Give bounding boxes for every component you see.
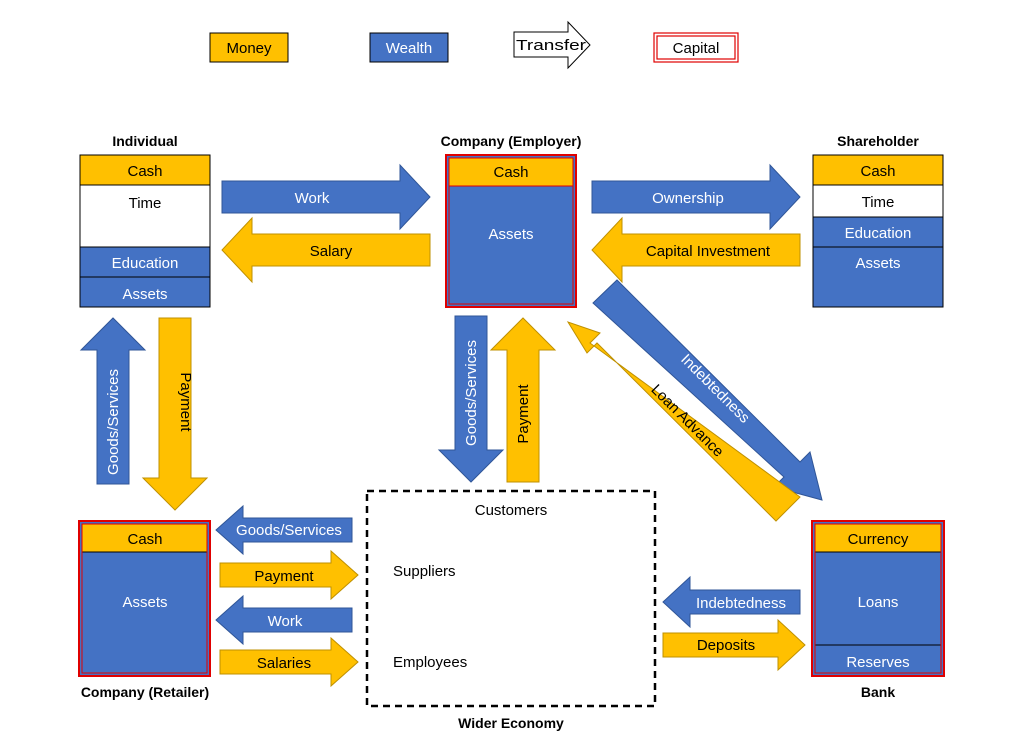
legend-transfer-label: Transfer [516,37,586,54]
shareholder-education: Education [845,225,912,242]
svg-text:Goods/Services: Goods/Services [463,340,480,446]
employer-title: Company (Employer) [441,133,582,149]
individual-title: Individual [112,133,177,149]
retailer-box: Cash Assets Company (Retailer) [78,520,211,700]
bank-box: Currency Loans Reserves Bank [811,520,945,700]
shareholder-box: Shareholder Cash Time Education Assets [812,133,944,308]
arrow-ownership: Ownership [591,163,801,231]
arrow-payment-right: Payment [219,549,359,601]
svg-text:Payment: Payment [177,372,194,432]
arrow-work-left: Work [215,594,353,646]
legend-wealth-label: Wealth [386,40,432,57]
retailer-assets: Assets [122,594,167,611]
svg-text:Indebtedness: Indebtedness [696,595,786,612]
legend-transfer-arrow [513,20,591,70]
svg-text:Ownership: Ownership [652,190,724,207]
legend: Money Wealth Transfer Capital [209,20,739,70]
bank-title: Bank [861,684,895,700]
arrow-indebtedness-diag: Indebtedness [592,279,823,501]
individual-time: Time [129,195,162,212]
svg-text:Payment: Payment [254,568,314,585]
bank-reserves: Reserves [846,654,909,671]
shareholder-cash: Cash [860,163,895,180]
retailer-title: Company (Retailer) [81,684,209,700]
economy-title: Wider Economy [458,715,564,731]
shareholder-assets: Assets [855,255,900,272]
employer-cash: Cash [493,164,528,181]
wider-economy-box: Customers Suppliers Employees Wider Econ… [365,489,657,731]
legend-money-label: Money [226,40,272,57]
arrow-salaries: Salaries [219,636,359,688]
arrow-goods-left: Goods/Services [215,504,353,556]
svg-text:Goods/Services: Goods/Services [105,369,122,475]
svg-text:Work: Work [268,613,303,630]
individual-assets: Assets [122,286,167,303]
svg-text:Salaries: Salaries [257,655,311,672]
arrow-capital-investment: Capital Investment [591,216,801,284]
svg-text:Payment: Payment [515,384,532,444]
shareholder-title: Shareholder [837,133,919,149]
svg-text:Salary: Salary [310,243,353,260]
arrow-salary: Salary [221,216,431,284]
economy-customers: Customers [475,502,548,519]
arrow-deposits: Deposits [662,618,806,672]
svg-text:Work: Work [295,190,330,207]
individual-education: Education [112,255,179,272]
individual-cash: Cash [127,163,162,180]
arrow-payment-up: Payment [489,317,557,483]
arrow-payment-down: Payment [141,317,209,511]
bank-loans: Loans [858,594,899,611]
svg-text:Goods/Services: Goods/Services [236,522,342,539]
shareholder-time: Time [862,194,895,211]
arrow-work-top: Work [221,163,431,231]
economy-suppliers: Suppliers [393,563,456,580]
arrow-goods-down: Goods/Services [437,315,505,483]
legend-wealth-swatch [369,32,449,63]
arrow-indebtedness-left: Indebtedness [662,575,801,629]
employer-box: Company (Employer) Cash Assets [441,133,582,308]
individual-box: Individual Cash Time Education Assets [79,133,211,308]
legend-capital-box [653,32,739,63]
arrow-goods-up: Goods/Services [79,317,147,485]
legend-capital-label: Capital [673,40,720,57]
economy-employees: Employees [393,654,467,671]
svg-text:Deposits: Deposits [697,637,755,654]
legend-money-swatch [209,32,289,63]
bank-currency: Currency [848,531,909,548]
retailer-cash: Cash [127,531,162,548]
svg-text:Capital Investment: Capital Investment [646,243,771,260]
employer-assets: Assets [488,226,533,243]
